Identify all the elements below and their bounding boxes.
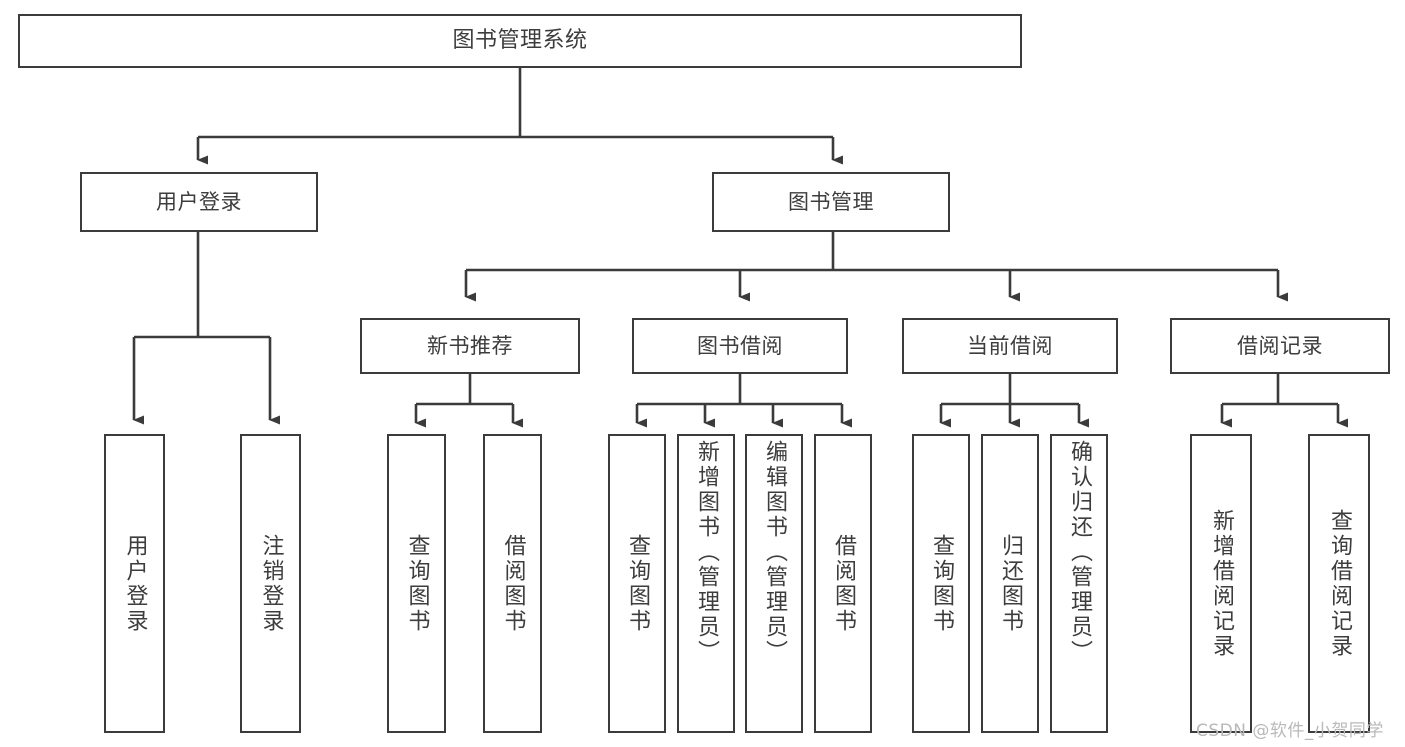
leaf-recommend-query-book[interactable]: 查询图书 [387, 434, 446, 733]
node-new-book-recommend[interactable]: 新书推荐 [360, 318, 580, 374]
leaf-borrow-borrow-book[interactable]: 借阅图书 [814, 434, 872, 733]
leaf-current-return-book[interactable]: 归还图书 [981, 434, 1039, 733]
node-borrow-record[interactable]: 借阅记录 [1170, 318, 1390, 374]
node-label: 新书推荐 [427, 333, 513, 358]
csdn-watermark: CSDN @软件_小贺同学 [1196, 721, 1384, 741]
leaf-record-query-record[interactable]: 查询借阅记录 [1308, 434, 1370, 733]
node-label: 用户登录 [122, 533, 148, 634]
leaf-user-login-logout[interactable]: 注销登录 [240, 434, 301, 733]
node-book-management[interactable]: 图书管理 [712, 172, 950, 232]
leaf-current-query-book[interactable]: 查询图书 [912, 434, 970, 733]
node-label: 新增图书（管理员） [694, 440, 719, 665]
node-label: 当前借阅 [967, 333, 1053, 358]
leaf-current-confirm-return-admin[interactable]: 确认归还（管理员） [1050, 434, 1108, 733]
node-label: 归还图书 [998, 533, 1023, 634]
node-label: 图书管理系统 [452, 28, 588, 54]
node-root-book-management-system[interactable]: 图书管理系统 [18, 14, 1022, 68]
node-label: 借阅记录 [1237, 333, 1323, 358]
node-label: 查询图书 [625, 533, 650, 634]
node-label: 用户登录 [156, 189, 242, 214]
node-label: 查询图书 [404, 533, 430, 634]
node-label: 确认归还（管理员） [1067, 440, 1092, 665]
leaf-record-add-record[interactable]: 新增借阅记录 [1190, 434, 1252, 733]
leaf-recommend-borrow-book[interactable]: 借阅图书 [483, 434, 542, 733]
node-label: 借阅图书 [831, 533, 856, 634]
node-label: 编辑图书（管理员） [762, 440, 787, 665]
node-current-borrow[interactable]: 当前借阅 [902, 318, 1118, 374]
node-label: 查询图书 [929, 533, 954, 634]
node-label: 注销登录 [258, 533, 284, 634]
node-label: 新增借阅记录 [1209, 508, 1234, 659]
leaf-user-login-login[interactable]: 用户登录 [104, 434, 165, 733]
node-label: 借阅图书 [500, 533, 526, 634]
leaf-borrow-edit-book-admin[interactable]: 编辑图书（管理员） [745, 434, 803, 733]
leaf-borrow-query-book[interactable]: 查询图书 [608, 434, 666, 733]
node-label: 图书管理 [788, 189, 874, 214]
node-label: 图书借阅 [697, 333, 783, 358]
node-book-borrow[interactable]: 图书借阅 [632, 318, 848, 374]
leaf-borrow-add-book-admin[interactable]: 新增图书（管理员） [677, 434, 735, 733]
node-label: 查询借阅记录 [1327, 508, 1352, 659]
node-user-login[interactable]: 用户登录 [80, 172, 318, 232]
